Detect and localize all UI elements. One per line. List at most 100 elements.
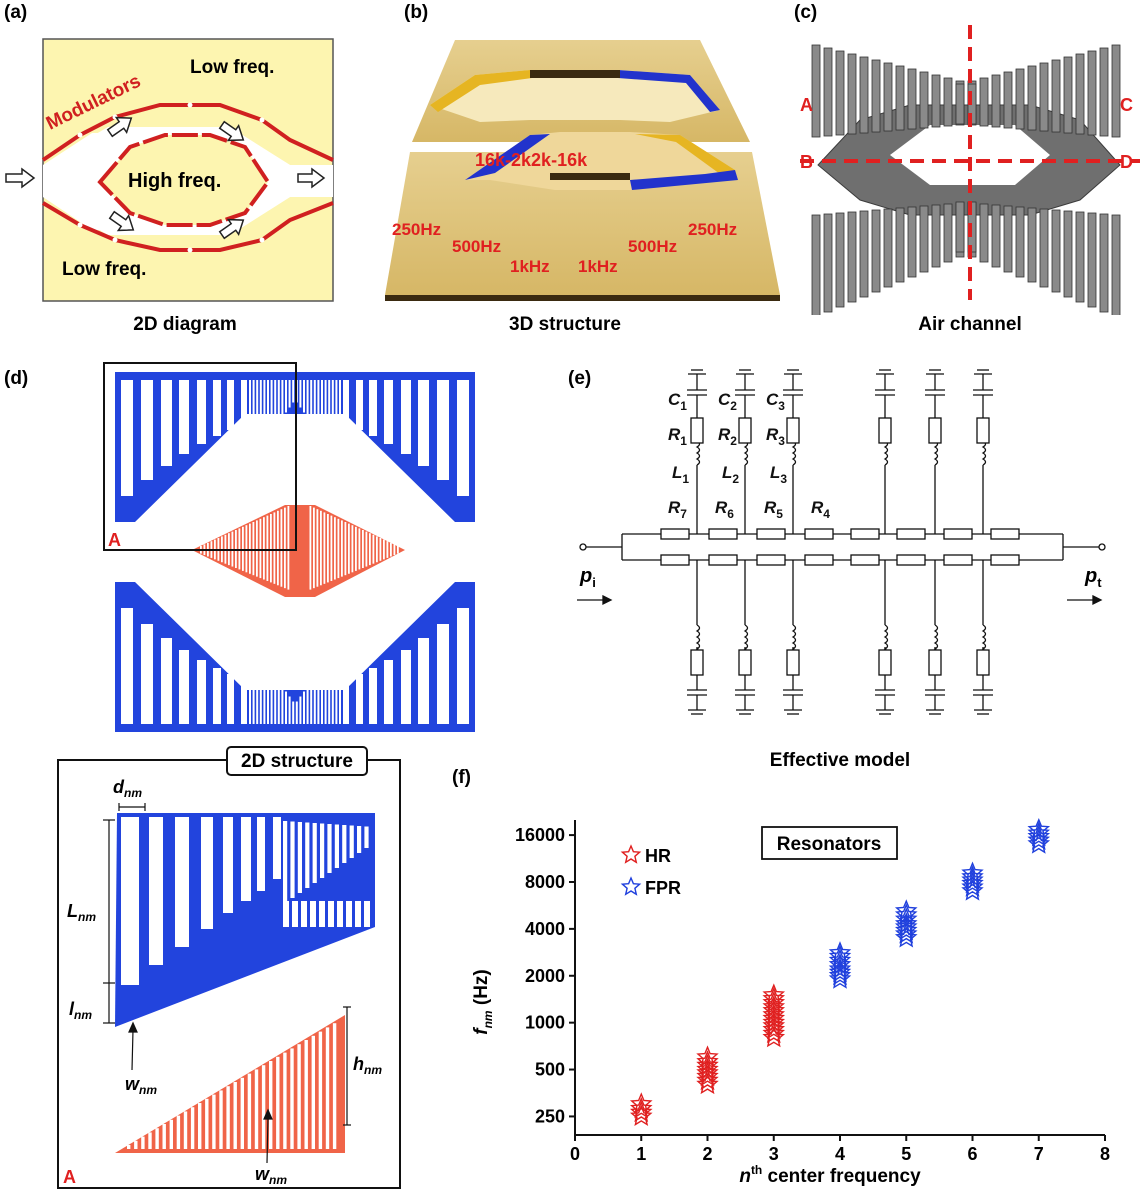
slot (457, 380, 469, 496)
data-point-fpr (828, 960, 852, 983)
panel-e-circuit: C1 C2 C3 R1 R2 R3 L1 L2 L3 R7 R6 R5 R4 p… (577, 369, 1106, 715)
slot (249, 641, 251, 724)
data-point-fpr (1027, 832, 1051, 854)
slot (386, 541, 389, 550)
slot (386, 550, 389, 558)
freq-label-1: 250Hz (392, 220, 441, 239)
data-point-hr (629, 1104, 653, 1126)
slot (238, 550, 241, 570)
bottom-slab (385, 152, 780, 295)
slot (295, 701, 298, 724)
fin (955, 201, 965, 253)
slot (312, 823, 317, 883)
slot (241, 817, 251, 901)
slot (176, 1115, 181, 1149)
fin (991, 204, 1001, 268)
slot (256, 520, 258, 550)
label-l3: L3 (770, 463, 787, 486)
data-point-hr (696, 1064, 719, 1087)
legend-hr: HR (645, 846, 671, 866)
slot (310, 681, 313, 724)
inner-hexagon (97, 133, 271, 227)
slot (284, 507, 286, 550)
panel-label-e: (e) (568, 368, 592, 389)
fin (1027, 65, 1037, 131)
slot (240, 1077, 244, 1149)
slot (334, 824, 339, 868)
slot (319, 901, 325, 927)
slot (328, 901, 334, 927)
fin (1015, 68, 1025, 130)
param-L: Lnm (67, 901, 96, 924)
slot (221, 536, 223, 550)
slot (337, 901, 343, 927)
slot (228, 550, 230, 566)
slot (270, 550, 272, 583)
freq-label-5: 500Hz (628, 237, 677, 256)
x-tick-label: 8 (1100, 1144, 1110, 1164)
slot (245, 550, 248, 573)
slot (256, 380, 259, 453)
fin (931, 74, 941, 128)
slot (397, 546, 399, 550)
x-tick-label: 6 (967, 1144, 977, 1164)
fin (943, 77, 953, 127)
slot (238, 528, 241, 550)
slot (149, 817, 163, 965)
data-point-hr (696, 1072, 719, 1095)
slot (318, 1031, 323, 1149)
slot (201, 817, 213, 929)
data-point-fpr (961, 879, 984, 901)
dimension-marks (103, 803, 351, 1164)
fin (1027, 207, 1037, 283)
fin (1087, 212, 1097, 308)
slot (281, 686, 284, 724)
data-point-hr (762, 999, 786, 1021)
slot (277, 510, 279, 550)
data-point-hr (629, 1092, 653, 1114)
slot (418, 638, 429, 724)
label-r1: R1 (668, 425, 687, 448)
slot (280, 550, 283, 587)
data-point-fpr (961, 865, 984, 887)
slot (205, 1098, 209, 1149)
slot (311, 1035, 315, 1149)
fin (883, 62, 893, 132)
freq-label-6: 250Hz (688, 220, 737, 239)
data-point-fpr (894, 899, 918, 921)
fin (1099, 213, 1109, 313)
slot (242, 550, 244, 571)
data-point-fpr (961, 875, 984, 897)
slot (288, 380, 291, 408)
panel-label-f: (f) (452, 767, 471, 788)
fin (811, 44, 821, 138)
data-point-hr (762, 1006, 786, 1029)
fin (859, 56, 869, 134)
data-point-hr (762, 1010, 786, 1033)
slot (161, 380, 172, 466)
slot (401, 380, 411, 454)
label-r5: R5 (764, 498, 783, 521)
data-point-hr (762, 1025, 786, 1048)
slot (267, 666, 269, 724)
slot (355, 550, 357, 571)
label-c2: C2 (718, 390, 737, 413)
slot (245, 525, 248, 550)
fin (1111, 214, 1121, 315)
slot (254, 1069, 259, 1149)
caption-e: Effective model (769, 750, 911, 771)
data-point-hr (629, 1096, 653, 1119)
slot (348, 523, 350, 550)
slot (324, 661, 327, 724)
slot (266, 550, 269, 581)
blue-structure-top (115, 372, 475, 522)
slot (356, 674, 363, 724)
fin (835, 212, 845, 308)
slot (376, 550, 378, 563)
slot (351, 525, 354, 550)
data-point-hr (696, 1050, 719, 1072)
freq-label-2: 500Hz (452, 237, 501, 256)
slot (263, 661, 266, 724)
slot (190, 1107, 195, 1149)
slot (323, 512, 326, 550)
